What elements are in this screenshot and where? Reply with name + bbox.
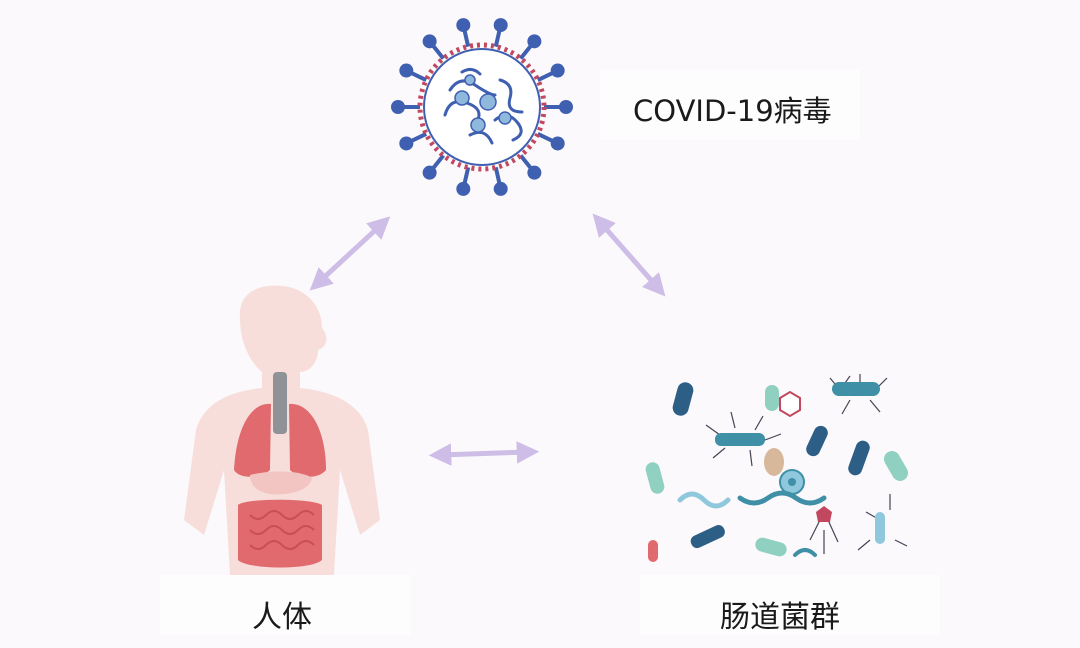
virus-spike-tip: [422, 165, 437, 180]
virus-spike-tip: [493, 18, 508, 33]
human-body-icon: [184, 285, 380, 575]
virus-spike-tip: [456, 18, 471, 33]
virus-spike-tip: [527, 34, 542, 49]
arrow-virus-human: [309, 216, 391, 291]
arrow-virus-gut: [592, 213, 666, 297]
virus-spike-tip: [422, 34, 437, 49]
virus-label: COVID-19病毒: [633, 94, 832, 128]
virus-spike-tip: [527, 165, 542, 180]
human-body-label: 人体: [252, 600, 312, 635]
virus-spike-tip: [399, 63, 414, 78]
human-label-panel: [160, 575, 410, 635]
virus-label-panel: [600, 70, 860, 140]
interaction-arrows: [309, 213, 666, 466]
virus-spike-tip: [456, 181, 471, 196]
virus-spike-tip: [550, 136, 565, 151]
gut-microbiota-label: 肠道菌群: [720, 600, 840, 635]
virus-icon: [391, 18, 573, 196]
virus-spike-tip: [550, 63, 565, 78]
virus-spike-tip: [493, 181, 508, 196]
arrow-human-gut: [428, 441, 540, 466]
gut-label-panel: [640, 575, 940, 635]
virus-spike-tip: [399, 136, 414, 151]
virus-spike-tip: [391, 100, 405, 114]
gut-microbiota-icon: [645, 374, 908, 562]
virus-spike-tip: [559, 100, 573, 114]
